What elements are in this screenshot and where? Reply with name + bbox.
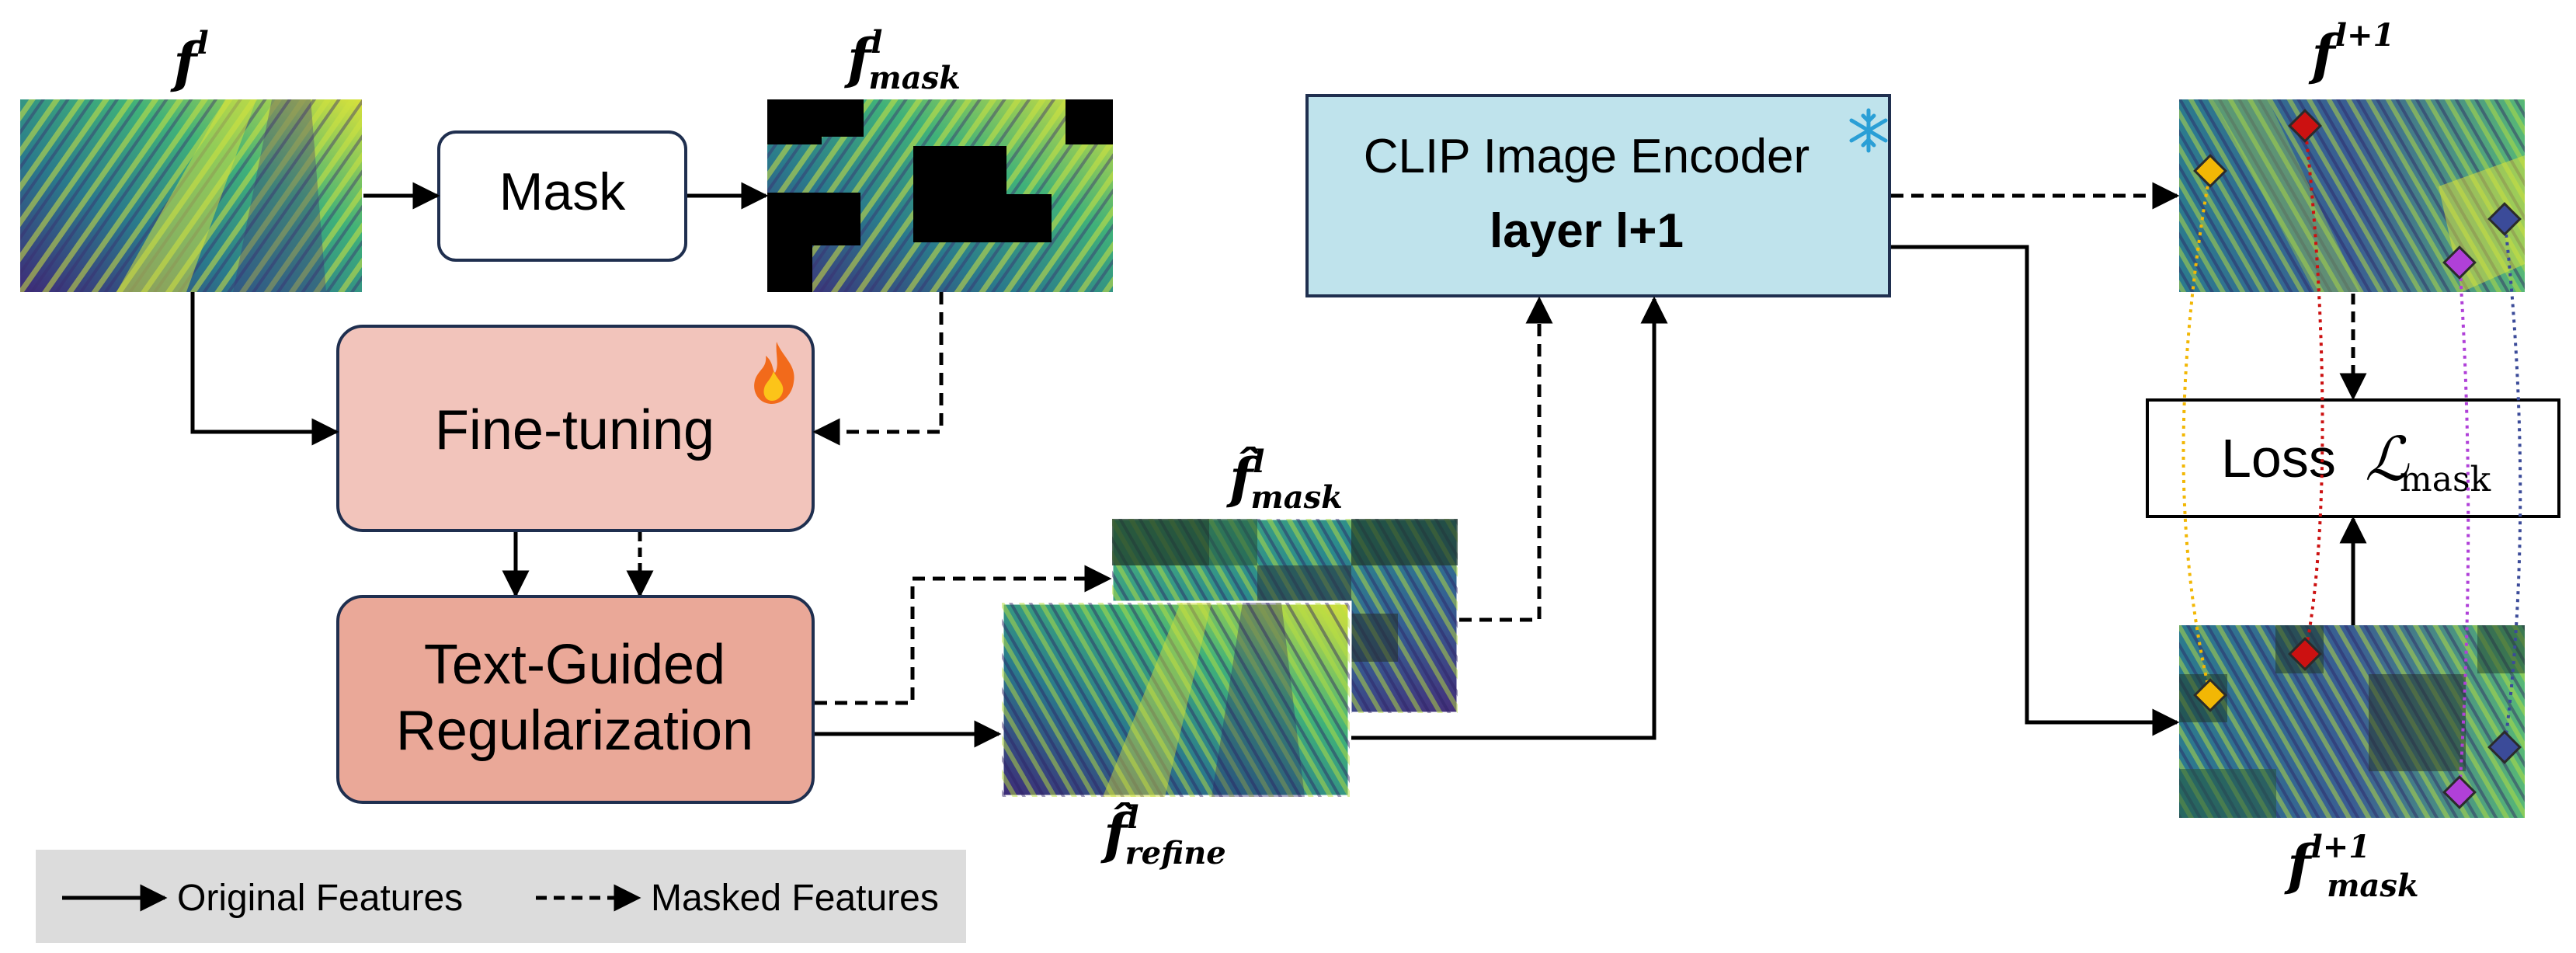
clip-label-line2: layer l+1: [1490, 204, 1684, 258]
clip-encoder-block: [1305, 94, 1891, 297]
legend-masked-label: Masked Features: [651, 878, 939, 919]
finetuning-label: Fine-tuning: [435, 399, 714, 461]
loss-subscript: mask: [2400, 460, 2491, 499]
feature-map-f-mask: [767, 99, 1113, 292]
arrow-fhatrefine-to-clip: [1351, 296, 1668, 740]
feature-map-f-hat-refine: [999, 600, 1352, 799]
correspondence-line-purple: [2458, 262, 2470, 793]
tgr-label-line1: Text-Guided: [424, 634, 725, 696]
correspondence-line-yellow: [2181, 170, 2212, 696]
arrow-clip-to-fnextmask: [1891, 245, 2180, 736]
legend-original-label: Original Features: [177, 878, 463, 919]
keypoint-purple-icon: [2442, 245, 2477, 280]
fire-icon: [754, 342, 794, 404]
correspondence-lines: [2181, 125, 2522, 793]
arrow-fl-to-finetune: [190, 292, 339, 446]
legend: Original Features Masked Features: [36, 850, 966, 943]
tgr-block: [336, 595, 815, 804]
correspondence-line-blue: [2503, 218, 2522, 748]
arrow-tgr-to-fhatmask: [815, 565, 1112, 705]
label-f-next: fl+1: [2308, 17, 2395, 87]
loss-label: Loss: [2221, 428, 2336, 489]
feature-map-f-next-mask: [2179, 625, 2525, 818]
keypoints-f-next: [2193, 109, 2522, 280]
clip-label-line1: CLIP Image Encoder: [1364, 130, 1809, 183]
mask-label: Mask: [499, 162, 626, 221]
tgr-label-line2: Regularization: [396, 700, 753, 762]
label-f-l: fl: [169, 25, 208, 95]
loss-block: [2146, 398, 2560, 518]
feature-map-f-next: [2179, 99, 2525, 292]
keypoint-blue-icon: [2487, 730, 2522, 764]
keypoint-red-icon: [2288, 637, 2322, 671]
arrow-fmask-to-finetune: [812, 292, 944, 446]
arrow-fhatmask-to-clip: [1459, 296, 1553, 622]
keypoint-yellow-icon: [2193, 678, 2227, 712]
loss-symbol: ℒ: [2365, 425, 2410, 495]
keypoint-blue-icon: [2487, 202, 2522, 236]
feature-map-f-l: [20, 99, 362, 292]
keypoint-yellow-icon: [2193, 154, 2227, 188]
keypoint-purple-icon: [2442, 775, 2477, 809]
keypoints-f-next-mask: [2193, 637, 2522, 809]
correspondence-line-red: [2303, 125, 2324, 655]
snowflake-icon: [1849, 108, 1888, 153]
keypoint-red-icon: [2288, 109, 2322, 143]
